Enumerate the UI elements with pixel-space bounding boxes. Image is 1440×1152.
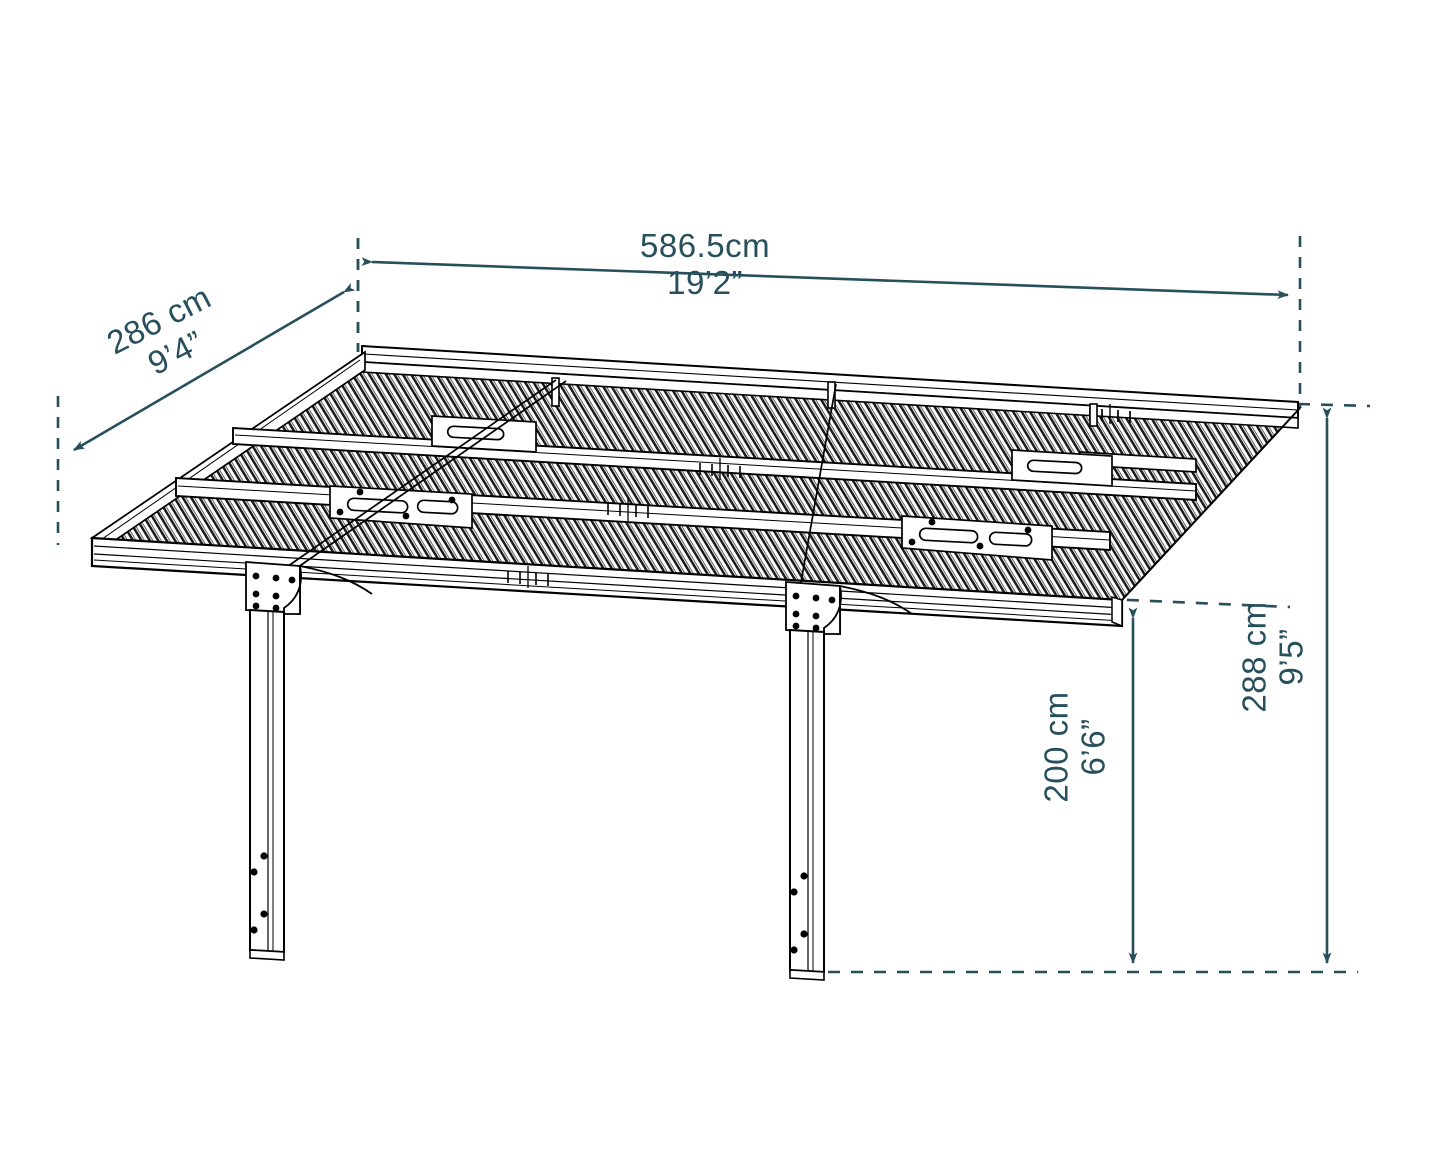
dimension-label-post-height: 200 cm 6’6” bbox=[1037, 691, 1113, 803]
dimension-label-width: 586.5cm 19’2” bbox=[640, 227, 771, 302]
dimension-lines bbox=[56, 236, 1371, 974]
rafter-edges bbox=[267, 379, 837, 589]
ext-line-288-top bbox=[1297, 402, 1371, 408]
dimension-post-height-imperial: 6’6” bbox=[1074, 718, 1112, 776]
post-right bbox=[785, 581, 913, 981]
bracket-left-upper bbox=[431, 415, 537, 453]
dim-line-depth bbox=[73, 282, 356, 452]
dimension-post-height-metric: 200 cm bbox=[1037, 691, 1075, 803]
bracket-right-lower bbox=[901, 515, 1053, 561]
dimension-total-height-metric: 288 cm bbox=[1235, 601, 1273, 713]
purlin-end-tabs bbox=[551, 377, 1098, 427]
post-left bbox=[245, 561, 373, 961]
bracket-right-upper bbox=[1011, 449, 1113, 487]
roof-right-edge bbox=[1121, 407, 1301, 601]
dimension-width-imperial: 19’2” bbox=[667, 263, 743, 301]
bracket-left-lower bbox=[329, 485, 473, 529]
dim-line-width bbox=[361, 257, 1289, 300]
dimension-label-total-height: 288 cm 9’5” bbox=[1235, 601, 1311, 713]
dimension-width-metric: 586.5cm bbox=[640, 227, 771, 264]
dimension-total-height-imperial: 9’5” bbox=[1272, 628, 1310, 686]
